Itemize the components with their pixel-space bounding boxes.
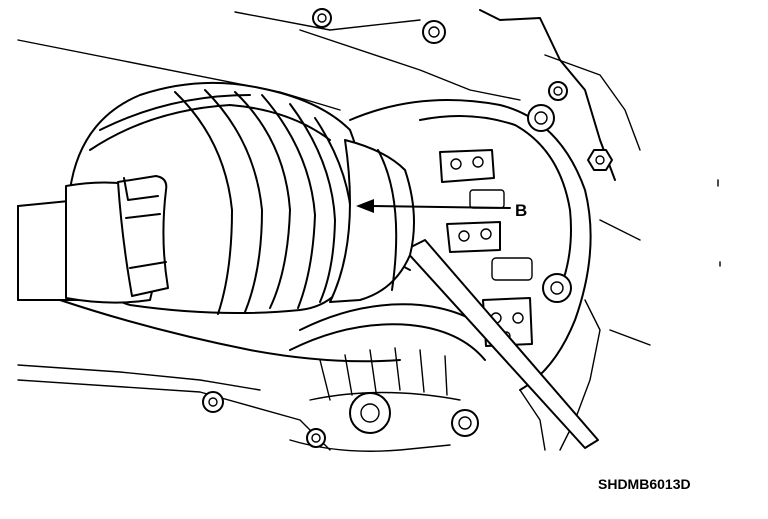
- bolt-bottom-2: [451, 409, 479, 437]
- bolt-right-1: [527, 104, 555, 132]
- bolt-right-4: [542, 273, 572, 303]
- bolt-top-1: [422, 20, 446, 44]
- callout-b-label: B: [515, 201, 527, 220]
- figure-code: SHDMB6013D: [598, 476, 691, 492]
- cv-boot: [65, 81, 415, 315]
- callout-b: B: [356, 199, 527, 220]
- housing-bolts: [202, 8, 613, 448]
- bolt-right-2: [548, 81, 568, 101]
- bolt-bottom-4: [306, 428, 326, 448]
- bracket-upper: [439, 149, 495, 183]
- bracket-middle: [446, 221, 501, 253]
- bolt-bottom-1: [349, 392, 391, 434]
- bolt-top-2: [312, 8, 332, 28]
- bolt-right-3: [587, 149, 613, 171]
- pry-bar: [396, 239, 599, 449]
- bolt-bottom-3: [202, 391, 224, 413]
